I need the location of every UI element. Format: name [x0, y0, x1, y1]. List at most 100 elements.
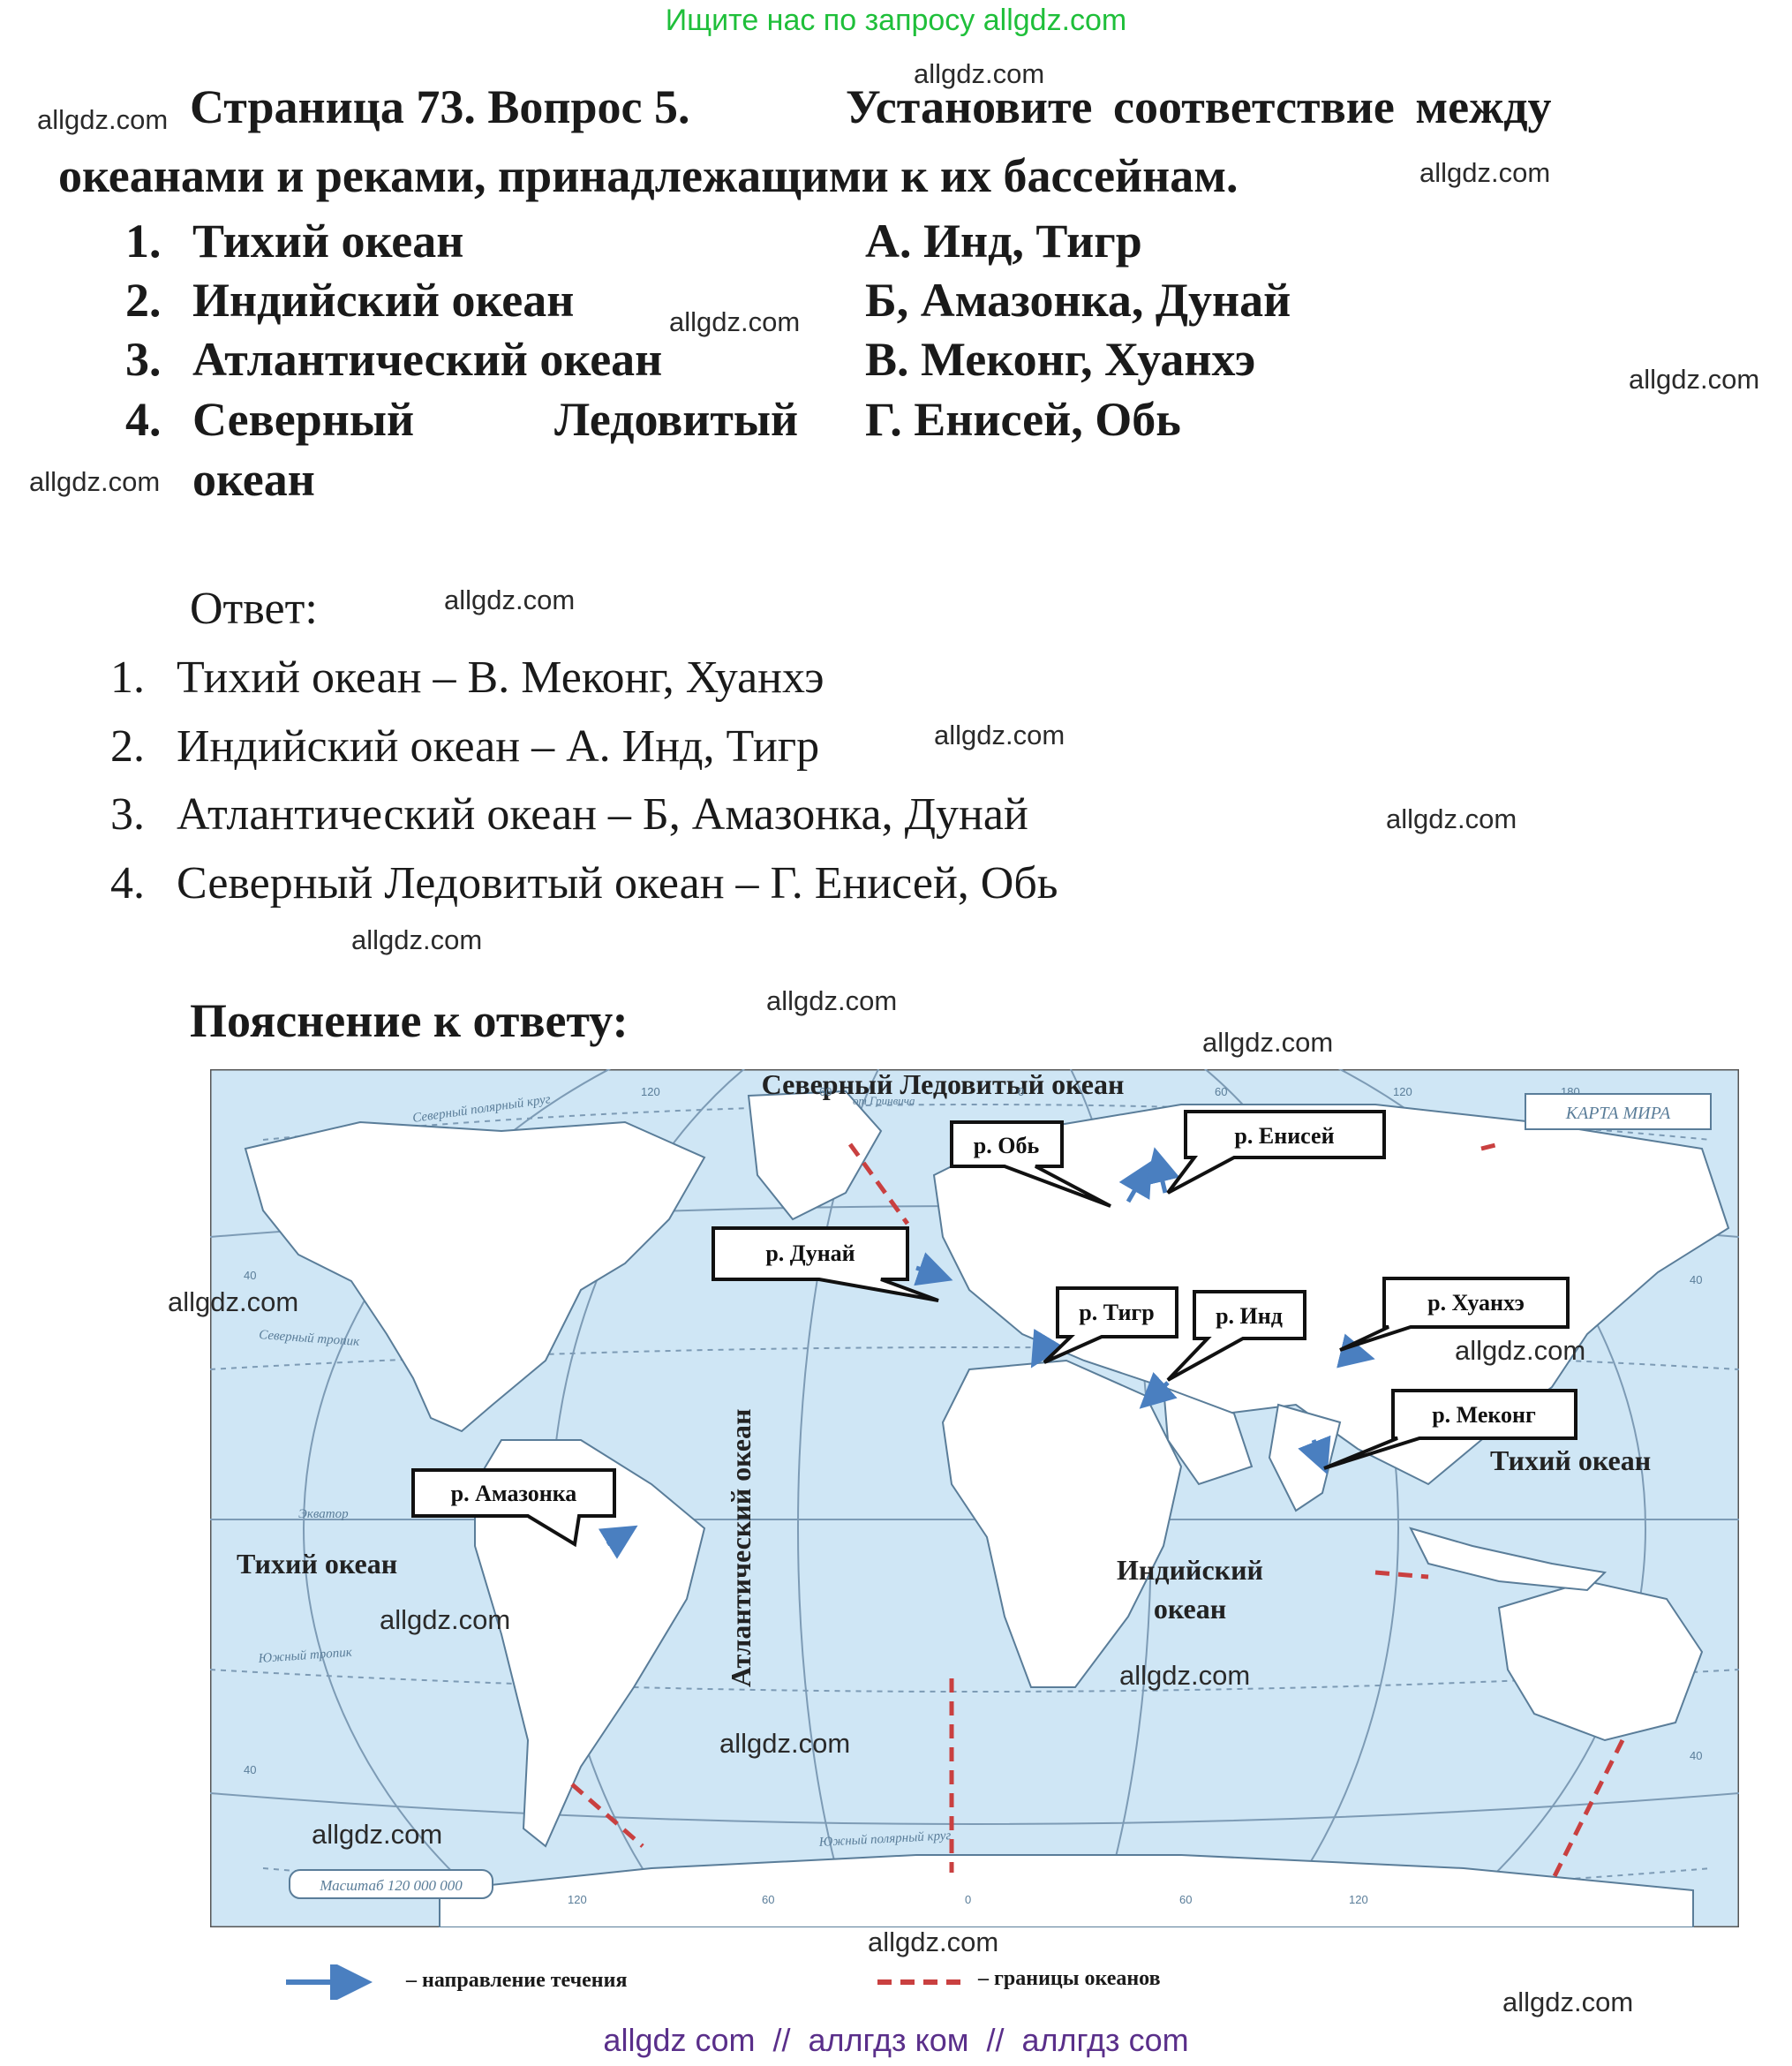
lon-tick: 120: [1349, 1893, 1368, 1906]
indonesia: [1409, 1527, 1608, 1592]
watermark: allgdz.com: [1202, 1027, 1334, 1058]
lon-tick: 120: [568, 1893, 587, 1906]
callout-amazon: [411, 1468, 616, 1548]
callout-ob: [950, 1120, 1111, 1208]
callout-danube: [712, 1226, 939, 1302]
answer-num-2: 2.: [110, 721, 145, 772]
map-scale: Масштаб 120 000 000: [319, 1877, 463, 1894]
watermark: allgdz.com: [914, 58, 1045, 89]
watermark: allgdz.com: [1386, 803, 1517, 834]
ocean-label-3: Атлантический океан: [192, 333, 663, 386]
river-label-tigris: р. Тигр: [1079, 1300, 1154, 1325]
australia: [1497, 1580, 1704, 1742]
footer-links: allgdz com // аллгдз ком // аллгдз com: [603, 2022, 1189, 2058]
river-label-mekong: р. Меконг: [1432, 1402, 1536, 1428]
river-label-yenisei: р. Енисей: [1234, 1123, 1334, 1149]
greenland: [747, 1090, 883, 1221]
ocean-num-2: 2.: [125, 274, 162, 327]
antarctic-circle-label: Южный полярный круг: [817, 1828, 951, 1850]
lon-tick: 120: [641, 1085, 660, 1098]
ocean-label-4c: океан: [192, 453, 315, 506]
answer-num-3: 3.: [110, 789, 145, 840]
search-banner: Ищите нас по запросу allgdz.com: [665, 4, 1127, 37]
river-label-huanghe: р. Хуанхэ: [1427, 1290, 1525, 1316]
watermark: allgdz.com: [351, 924, 483, 955]
lon-tick: 0: [1018, 1085, 1024, 1098]
watermark: allgdz.com: [312, 1819, 443, 1850]
lat-tick: 40: [244, 1763, 256, 1776]
lat-tick: 40: [244, 1269, 256, 1282]
watermark: allgdz.com: [29, 466, 161, 497]
ocean-num-4: 4.: [125, 393, 162, 446]
ocean-label-1: Тихий океан: [192, 215, 464, 268]
legend-arrow-text: – направление течения: [406, 1969, 628, 1992]
answer-num-1: 1.: [110, 652, 145, 703]
river-option-b: Б, Амазонка, Дунай: [865, 274, 1291, 327]
lat-tick: 40: [1690, 1749, 1702, 1762]
watermark: allgdz.com: [934, 720, 1065, 750]
answer-heading: Ответ:: [190, 584, 318, 634]
watermark: allgdz.com: [1119, 1660, 1251, 1691]
map-scale-box: [289, 1869, 493, 1899]
indian-ocean-label-1: Индийский: [1117, 1554, 1263, 1586]
south-america: [474, 1439, 706, 1848]
lon-tick: 60: [762, 1893, 774, 1906]
answer-num-4: 4.: [110, 858, 145, 909]
tropic-south-label: Южный тропик: [257, 1646, 353, 1667]
map-title-box: [1525, 1093, 1712, 1130]
world-map: Северный Ледовитый океан Атлантический о…: [210, 1069, 1739, 1927]
question-instruction-cont: океанами и реками, принадлежащими к их б…: [58, 149, 1239, 202]
legend-arrow-icon: [286, 1964, 373, 2000]
ocean-label-4a: Северный: [192, 393, 415, 446]
river-label-ob: р. Обь: [974, 1133, 1040, 1158]
river-label-indus: р. Инд: [1216, 1303, 1283, 1329]
lon-tick: 60: [1179, 1893, 1192, 1906]
watermark: allgdz.com: [1419, 157, 1551, 188]
lon-tick: 60: [819, 1085, 832, 1098]
indian-ocean-label-2: океан: [1154, 1593, 1226, 1625]
legend-border-icon: [877, 1979, 968, 1985]
watermark: allgdz.com: [444, 584, 576, 615]
lat-tick: 40: [1690, 1273, 1702, 1286]
watermark: allgdz.com: [1502, 1987, 1634, 2017]
river-option-c: В. Меконг, Хуанхэ: [865, 333, 1256, 386]
explanation-heading: Пояснение к ответу:: [190, 994, 629, 1047]
question-instruction: Установите соответствие между: [846, 80, 1552, 133]
question-page-ref: Страница 73. Вопрос 5.: [190, 80, 690, 133]
lon-tick: 0: [965, 1893, 971, 1906]
ocean-num-3: 3.: [125, 333, 162, 386]
river-option-a: А. Инд, Тигр: [865, 215, 1142, 268]
ocean-label-4b: Ледовитый: [554, 393, 799, 446]
river-label-danube: р. Дунай: [765, 1240, 855, 1266]
equator-label: Экватор: [298, 1507, 349, 1521]
arctic-ocean-label: Северный Ледовитый океан: [762, 1069, 1125, 1100]
watermark: allgdz.com: [168, 1286, 299, 1317]
callout-mekong: [1323, 1389, 1577, 1470]
north-america: [244, 1120, 706, 1433]
lon-tick: 120: [1393, 1085, 1412, 1098]
pacific-ocean-label-right: Тихий океан: [1490, 1444, 1651, 1476]
callout-tigris: [1043, 1286, 1178, 1364]
answer-item-3: Атлантический океан – Б, Амазонка, Дунай: [177, 789, 1028, 840]
pacific-ocean-label-left: Тихий океан: [237, 1548, 397, 1580]
answer-item-1: Тихий океан – В. Меконг, Хуанхэ: [177, 652, 824, 703]
meridian-label: от Гринвича: [853, 1094, 915, 1107]
watermark: allgdz.com: [868, 1927, 999, 1957]
antarctica: [439, 1854, 1694, 1927]
watermark: allgdz.com: [766, 985, 898, 1016]
watermark: allgdz.com: [1629, 364, 1760, 395]
watermark: allgdz.com: [37, 104, 169, 135]
watermark: allgdz.com: [380, 1604, 511, 1635]
answer-item-2: Индийский океан – А. Инд, Тигр: [177, 721, 820, 772]
atlantic-ocean-label: Атлантический океан: [725, 1409, 757, 1687]
callout-huanghe: [1339, 1277, 1570, 1352]
callout-yenisei: [1166, 1110, 1386, 1195]
ocean-num-1: 1.: [125, 215, 162, 268]
river-option-d: Г. Енисей, Обь: [865, 393, 1181, 446]
lon-tick: 60: [1215, 1085, 1227, 1098]
answer-item-4: Северный Ледовитый океан – Г. Енисей, Об…: [177, 858, 1058, 909]
map-title: КАРТА МИРА: [1565, 1104, 1671, 1123]
callout-indus: [1166, 1290, 1306, 1382]
river-label-amazon: р. Амазонка: [451, 1481, 577, 1506]
watermark: allgdz.com: [719, 1728, 851, 1759]
